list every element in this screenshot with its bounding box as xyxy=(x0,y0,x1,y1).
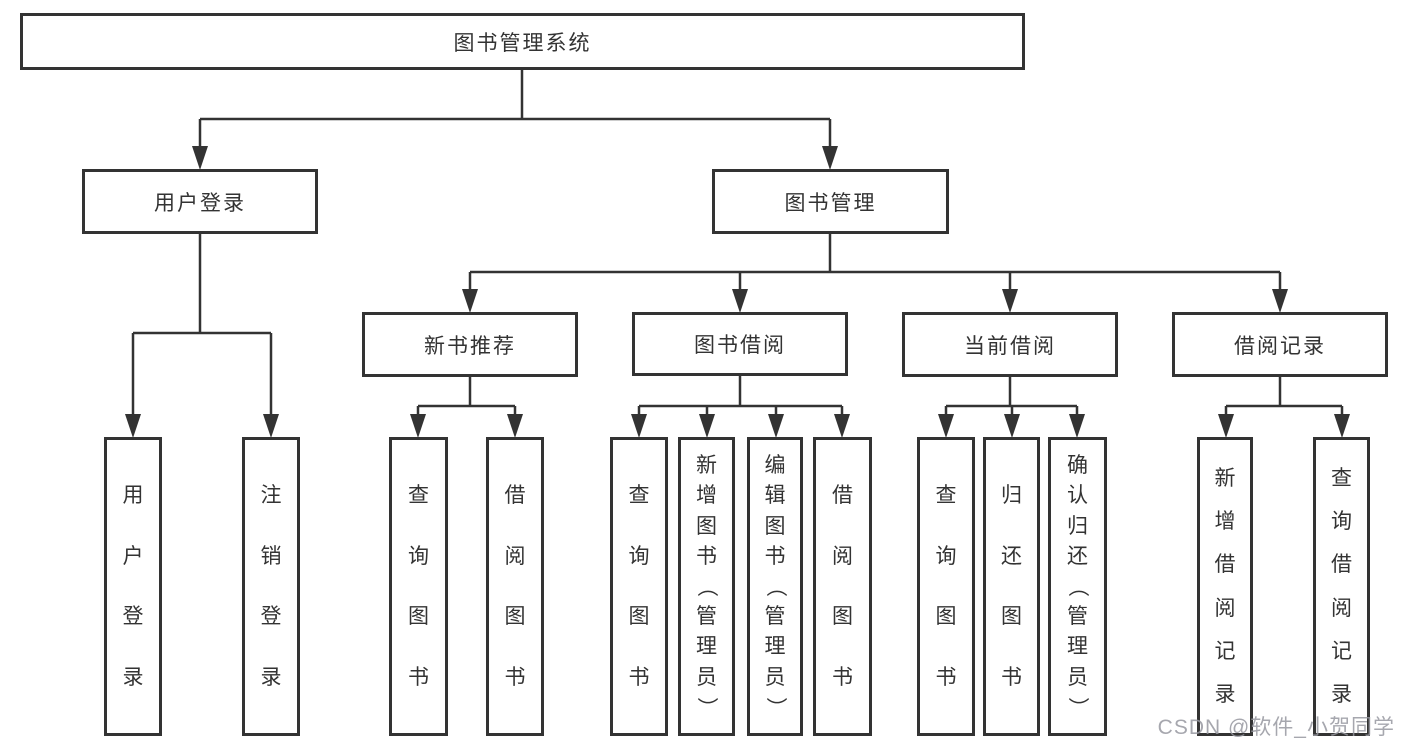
arrowhead xyxy=(699,414,715,438)
leaf-label: 注销登录 xyxy=(260,484,282,689)
arrowhead xyxy=(1272,289,1288,313)
arrowhead xyxy=(732,289,748,313)
leaf-logout: 注销登录 xyxy=(242,437,300,736)
arrowhead xyxy=(410,414,426,438)
arrowhead xyxy=(1069,414,1085,438)
leaf-query-books-recommend: 查询图书 xyxy=(389,437,448,736)
leaf-label: 查询图书 xyxy=(408,484,429,689)
leaf-query-books-current: 查询图书 xyxy=(917,437,975,736)
arrowhead xyxy=(192,146,208,170)
arrowhead xyxy=(1004,414,1020,438)
leaf-edit-books-admin: 编辑图书（管理员） xyxy=(747,437,803,736)
arrowheads xyxy=(125,146,1350,438)
arrowhead xyxy=(1002,289,1018,313)
node-library-management-system: 图书管理系统 xyxy=(20,13,1025,70)
arrowhead xyxy=(768,414,784,438)
arrowhead xyxy=(507,414,523,438)
arrowhead xyxy=(834,414,850,438)
arrowhead xyxy=(462,289,478,313)
arrowhead xyxy=(263,414,279,438)
leaf-borrow-books-recommend: 借阅图书 xyxy=(486,437,544,736)
leaf-confirm-return-admin: 确认归还（管理员） xyxy=(1048,437,1107,736)
watermark: CSDN @软件_小贺同学 xyxy=(1157,716,1395,739)
arrowhead xyxy=(631,414,647,438)
leaf-label: 新增图书（管理员） xyxy=(695,454,718,718)
leaf-label: 查询图书 xyxy=(935,484,957,689)
leaf-label: 编辑图书（管理员） xyxy=(763,454,787,718)
leaf-label: 归还图书 xyxy=(1001,484,1022,689)
leaf-label: 借阅图书 xyxy=(504,484,526,689)
leaf-label: 查询借阅记录 xyxy=(1331,467,1352,706)
leaf-label: 用户登录 xyxy=(122,484,144,689)
node-new-book-recommend: 新书推荐 xyxy=(362,312,578,377)
arrowhead xyxy=(1334,414,1350,438)
arrowhead xyxy=(938,414,954,438)
leaf-add-borrow-record: 新增借阅记录 xyxy=(1197,437,1253,736)
leaf-user-login: 用户登录 xyxy=(104,437,162,736)
arrowhead xyxy=(125,414,141,438)
leaf-add-books-admin: 新增图书（管理员） xyxy=(678,437,735,736)
node-borrow-records: 借阅记录 xyxy=(1172,312,1388,377)
node-current-borrow: 当前借阅 xyxy=(902,312,1118,377)
node-book-borrow: 图书借阅 xyxy=(632,312,848,376)
leaf-query-borrow-record: 查询借阅记录 xyxy=(1313,437,1370,736)
leaf-label: 确认归还（管理员） xyxy=(1066,454,1089,718)
leaf-label: 查询图书 xyxy=(628,484,650,689)
leaf-label: 借阅图书 xyxy=(832,484,853,689)
connector-paths xyxy=(131,69,1344,415)
node-user-login: 用户登录 xyxy=(82,169,318,234)
leaf-borrow-books: 借阅图书 xyxy=(813,437,872,736)
arrowhead xyxy=(822,146,838,170)
leaf-return-books: 归还图书 xyxy=(983,437,1040,736)
leaf-label: 新增借阅记录 xyxy=(1214,467,1236,706)
leaf-query-books-borrow: 查询图书 xyxy=(610,437,668,736)
arrowhead xyxy=(1218,414,1234,438)
node-book-management: 图书管理 xyxy=(712,169,949,234)
